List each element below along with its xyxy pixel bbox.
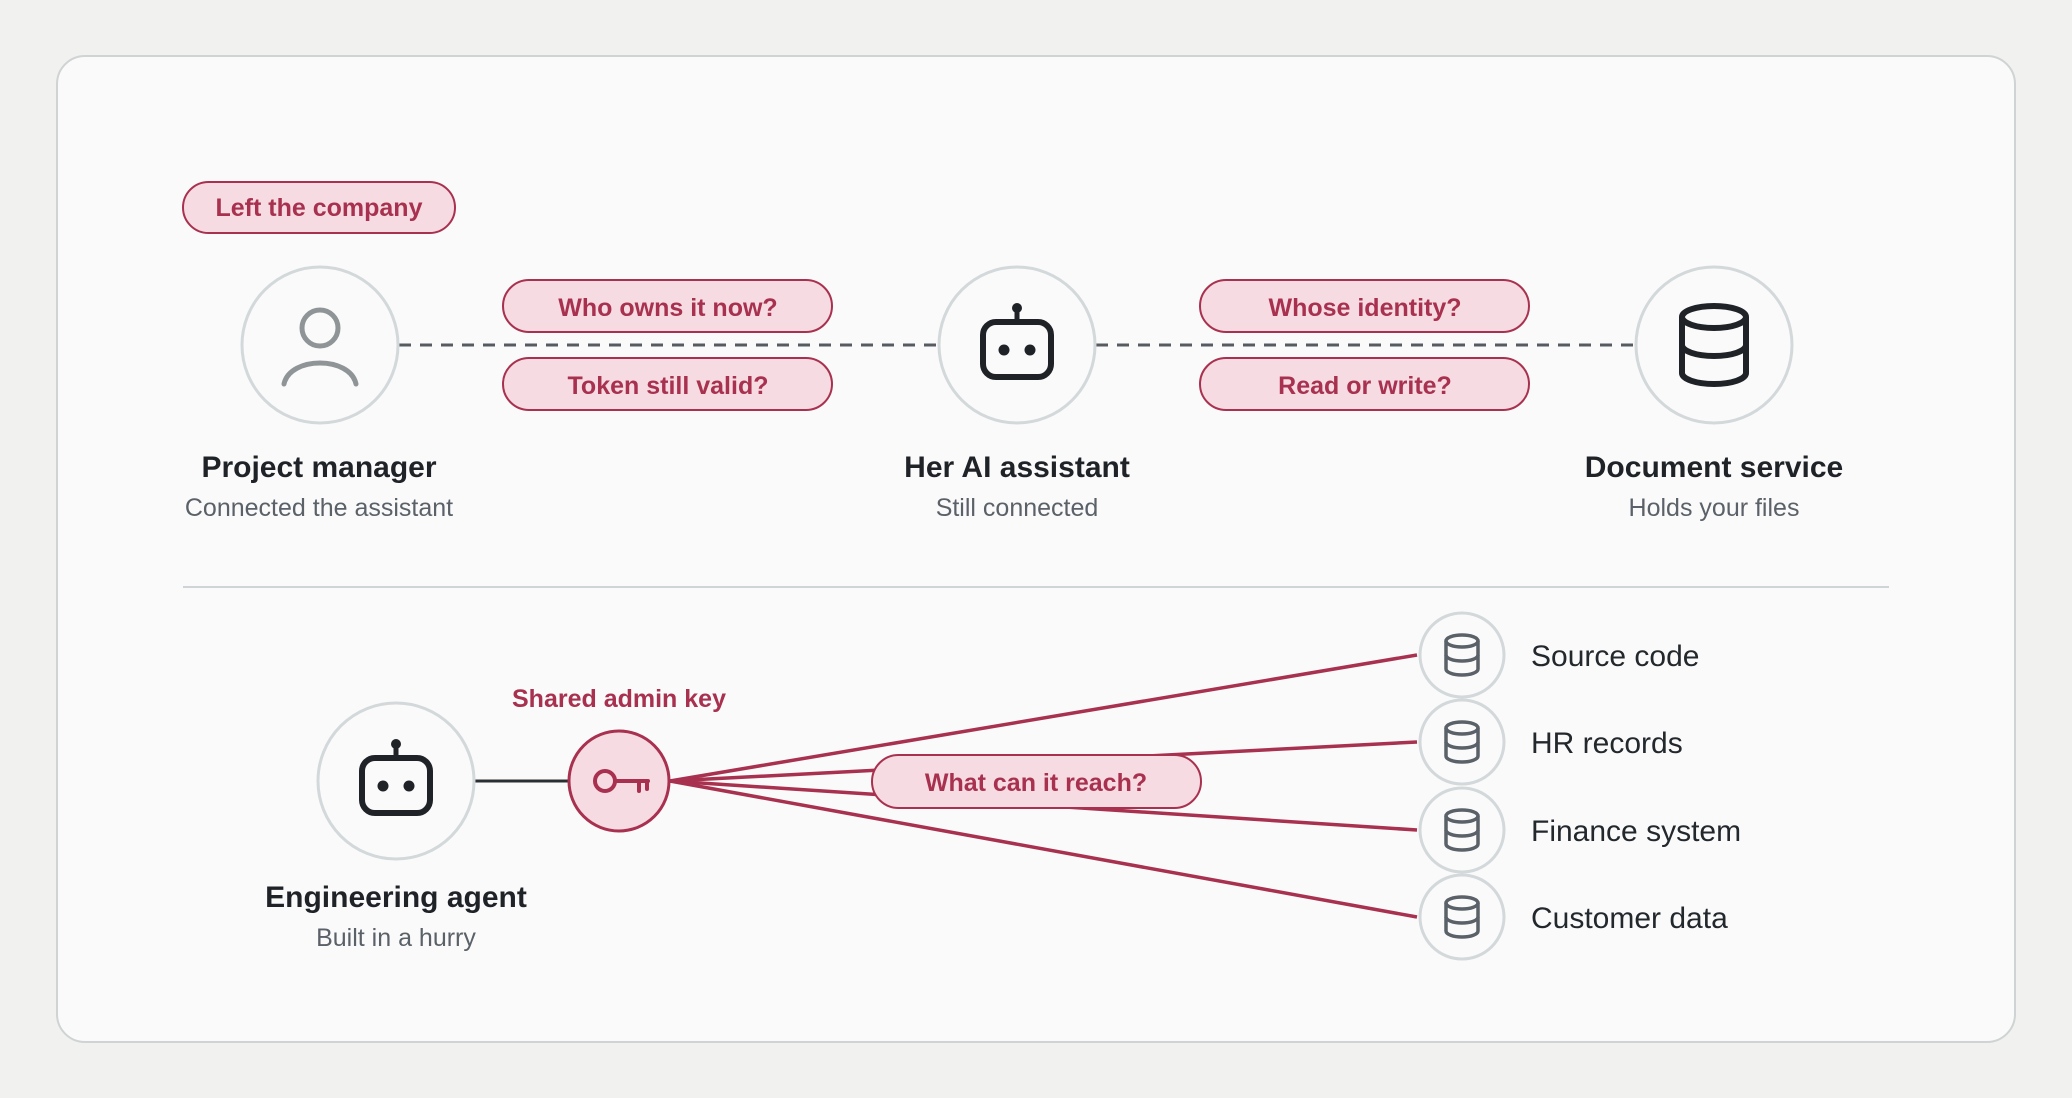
question-pill-owner: Who owns it now? bbox=[502, 279, 833, 333]
node-project-manager: Project manager Connected the assistant bbox=[185, 265, 453, 522]
question-pill-label: Token still valid? bbox=[568, 372, 769, 400]
question-pill-label: Who owns it now? bbox=[558, 294, 777, 322]
key-label: Shared admin key bbox=[512, 685, 726, 713]
node-subtitle: Holds your files bbox=[1629, 494, 1800, 522]
node-engineering-agent: Engineering agent Built in a hurry bbox=[265, 701, 527, 952]
question-pill-read-write: Read or write? bbox=[1199, 357, 1530, 411]
node-subtitle: Built in a hurry bbox=[316, 924, 476, 952]
resource-finance-system: Finance system bbox=[1418, 786, 1741, 874]
question-pill-token: Token still valid? bbox=[502, 357, 833, 411]
robot-icon bbox=[980, 303, 1054, 380]
node-title: Engineering agent bbox=[265, 881, 527, 914]
question-pill-label: Whose identity? bbox=[1268, 294, 1461, 322]
node-subtitle: Connected the assistant bbox=[185, 494, 453, 522]
status-pill-label: Left the company bbox=[216, 194, 423, 222]
access-line-source-code bbox=[669, 653, 1418, 783]
question-pill-identity: Whose identity? bbox=[1199, 279, 1530, 333]
node-document-service: Document service Holds your files bbox=[1585, 265, 1843, 522]
resource-customer-data: Customer data bbox=[1418, 873, 1728, 961]
resource-hr-records: HR records bbox=[1418, 698, 1683, 786]
resource-label: Finance system bbox=[1531, 815, 1741, 848]
node-ai-assistant: Her AI assistant Still connected bbox=[904, 265, 1130, 522]
node-title: Project manager bbox=[201, 451, 436, 484]
resource-label: HR records bbox=[1531, 727, 1683, 760]
resource-label: Customer data bbox=[1531, 902, 1728, 935]
key-icon bbox=[593, 769, 650, 793]
robot-icon bbox=[359, 739, 433, 816]
bottom-section: Engineering agent Built in a hurry Share… bbox=[265, 611, 1741, 961]
node-title: Her AI assistant bbox=[904, 451, 1130, 484]
question-pill-label: What can it reach? bbox=[925, 769, 1147, 797]
user-icon bbox=[281, 307, 359, 387]
question-pill-reach: What can it reach? bbox=[871, 754, 1202, 809]
top-section: Left the company Project manager Connect… bbox=[182, 181, 1843, 522]
database-icon bbox=[1444, 808, 1480, 852]
node-subtitle: Still connected bbox=[936, 494, 1099, 522]
access-line-customer-data bbox=[669, 779, 1418, 919]
status-pill-left-company: Left the company bbox=[182, 181, 456, 234]
resource-source-code: Source code bbox=[1418, 611, 1699, 699]
database-icon bbox=[1679, 303, 1749, 387]
node-title: Document service bbox=[1585, 451, 1843, 484]
node-shared-admin-key: Shared admin key bbox=[512, 685, 726, 833]
resource-label: Source code bbox=[1531, 640, 1699, 673]
database-icon bbox=[1444, 633, 1480, 677]
database-icon bbox=[1444, 895, 1480, 939]
database-icon bbox=[1444, 720, 1480, 764]
question-pill-label: Read or write? bbox=[1278, 372, 1452, 400]
